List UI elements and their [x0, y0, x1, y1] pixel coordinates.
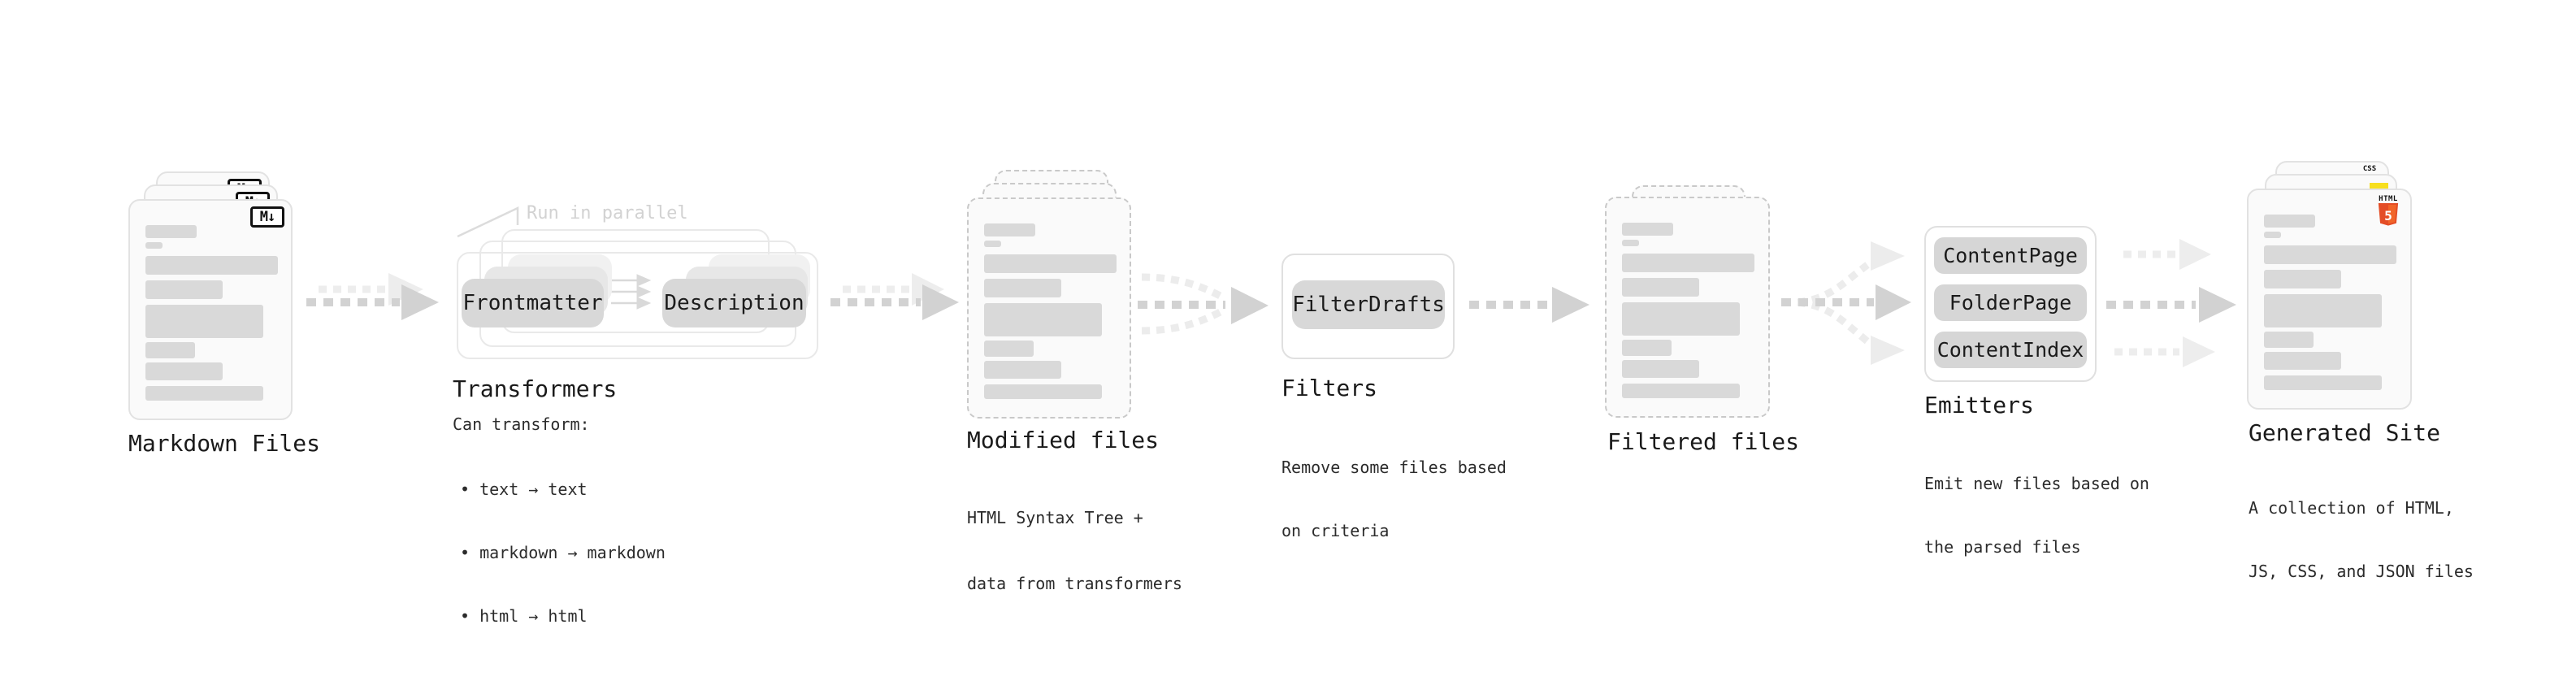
arrow-modified-to-filters — [1138, 273, 1268, 335]
html-file-card: HTML 5 — [2247, 189, 2412, 410]
html5-icon: HTML 5 — [2376, 195, 2400, 229]
bullet-text: markdown → markdown — [479, 543, 666, 562]
contentindex-pill: ContentIndex — [1934, 332, 2087, 368]
modified-files-label: Modified files — [967, 427, 1160, 453]
markdown-icon: M↓ — [250, 206, 284, 228]
modified-files-stack — [967, 170, 1138, 422]
arrow-transformers-to-modified — [830, 273, 959, 320]
markdown-file-card-front: M↓ — [128, 199, 293, 420]
generated-site-stack: CSS HTML 5 — [2247, 161, 2418, 413]
bullet-icon: • — [460, 606, 471, 626]
arrow-filtered-to-emitters — [1781, 241, 1911, 365]
emitters-title: Emitters — [1924, 392, 2034, 419]
arrow-markdown-to-transformers — [306, 273, 439, 320]
transformers-title: Transformers — [453, 375, 618, 402]
markdown-files-label: Markdown Files — [128, 430, 321, 457]
bullet-text: text → text — [479, 479, 588, 499]
generated-site-label: Generated Site — [2249, 419, 2441, 446]
description-pill: Description — [662, 279, 806, 327]
modified-files-desc: HTML Syntax Tree + data from transformer… — [967, 508, 1182, 593]
frontmatter-pill: Frontmatter — [462, 279, 604, 327]
transformers-desc-heading: Can transform: — [453, 414, 590, 434]
emitters-desc: Emit new files based on the parsed files — [1924, 474, 2149, 557]
svg-text:5: 5 — [2384, 208, 2392, 223]
filters-title: Filters — [1281, 375, 1378, 401]
generated-site-desc: A collection of HTML, JS, CSS, and JSON … — [2249, 498, 2474, 581]
folderpage-pill: FolderPage — [1934, 284, 2087, 321]
transformer-box-front — [457, 252, 818, 359]
arrow-emitters-to-generated — [2106, 239, 2236, 367]
filters-desc: Remove some files based on criteria — [1281, 458, 1507, 540]
transformers-bullet-list: • text → text • markdown → markdown • ht… — [460, 436, 666, 669]
filtered-file-card-front — [1605, 197, 1770, 418]
filterdrafts-pill: FilterDrafts — [1292, 280, 1445, 329]
bullet-text: html → html — [479, 606, 588, 626]
bullet-icon: • — [460, 543, 471, 562]
run-in-parallel-annotation: Run in parallel — [527, 203, 688, 223]
filtered-files-stack — [1605, 185, 1776, 421]
arrow-filters-to-filtered — [1469, 287, 1589, 323]
bullet-icon: • — [460, 479, 471, 499]
filtered-files-label: Filtered files — [1607, 428, 1800, 455]
modified-file-card-front — [967, 197, 1131, 419]
contentpage-pill: ContentPage — [1934, 237, 2087, 274]
markdown-files-stack: M↓ M↓ M↓ — [128, 171, 299, 420]
